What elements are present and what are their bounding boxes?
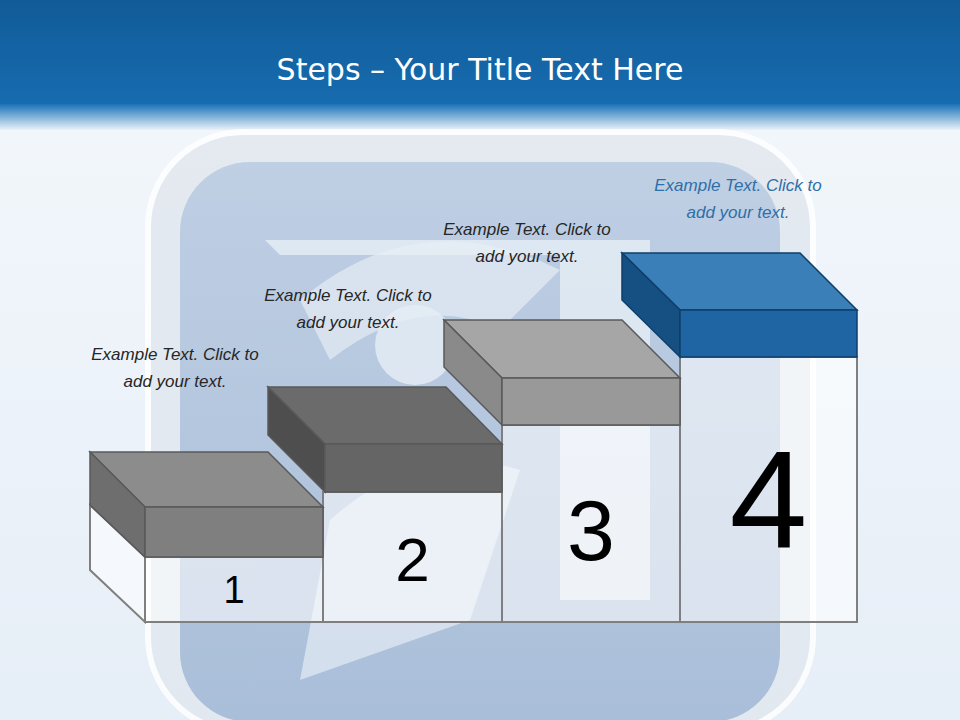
step-column: Example Text. Click to add your text.3 (502, 425, 680, 622)
step-number: 2 (323, 529, 502, 591)
step-column: Example Text. Click to add your text.1 (145, 557, 323, 622)
step-caption: Example Text. Click to add your text. (442, 216, 612, 270)
step-number: 4 (680, 430, 857, 570)
step-caption: Example Text. Click to add your text. (263, 282, 433, 336)
step-column: Example Text. Click to add your text.4 (680, 357, 857, 622)
slide-title: Steps – Your Title Text Here (0, 52, 960, 87)
step-caption: Example Text. Click to add your text. (653, 172, 823, 226)
header-bar (0, 0, 960, 130)
step-column: Example Text. Click to add your text.2 (323, 492, 502, 622)
step-caption: Example Text. Click to add your text. (90, 341, 260, 395)
step-number: 3 (502, 487, 680, 573)
step-number: 1 (145, 571, 323, 609)
